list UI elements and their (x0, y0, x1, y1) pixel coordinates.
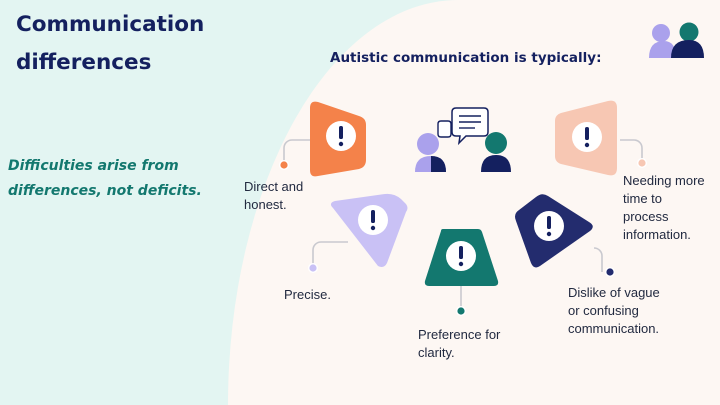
conversation-icon (415, 107, 511, 172)
trait-shape-2 (330, 193, 408, 267)
page-title: Communication differences (16, 6, 204, 82)
trait-shape-3 (424, 229, 499, 286)
tagline: Difficulties arise from differences, not… (8, 158, 202, 199)
trait-dot-5-fill (638, 159, 646, 167)
title-line-2: differences (16, 50, 152, 75)
connector-lines (283, 139, 643, 311)
trait-shape-4 (515, 194, 593, 268)
exclamation-icon (534, 211, 564, 241)
exclamation-icon (446, 241, 476, 271)
trait-label-5: Needing more time to process information… (623, 173, 705, 242)
title-line-1: Communication (16, 12, 205, 37)
trait-label-4: Dislike of vague or confusing communicat… (568, 285, 660, 336)
exclamation-icon (572, 122, 602, 152)
trait-label-3: Preference for clarity. (418, 327, 501, 360)
trait-dot-2-fill (309, 264, 317, 272)
trait-shape-5 (555, 100, 617, 176)
trait-dot-3-fill (457, 307, 465, 315)
people-icon (649, 22, 704, 58)
trait-shape-1 (310, 101, 366, 177)
trait-dot-4-fill (606, 268, 614, 276)
exclamation-icon (326, 121, 356, 151)
exclamation-icon (358, 205, 388, 235)
section-subtitle: Autistic communication is typically: (330, 50, 602, 66)
trait-label-1: Direct and honest. (244, 179, 304, 212)
trait-label-2: Precise. (284, 287, 331, 302)
trait-dot-1-fill (280, 161, 288, 169)
